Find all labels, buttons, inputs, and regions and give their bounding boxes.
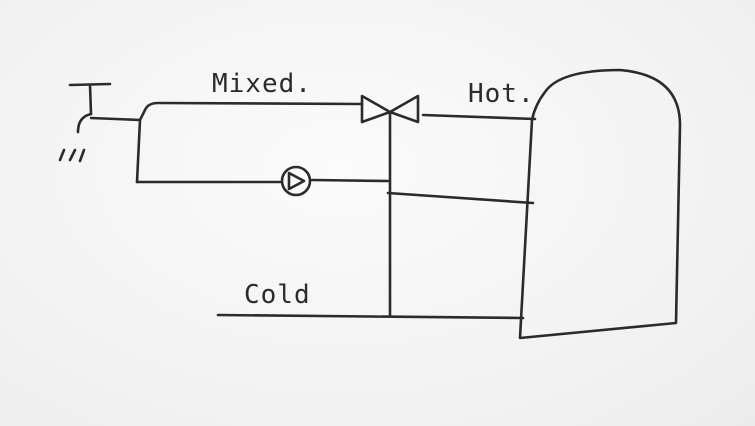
label-mixed: Mixed. [212, 69, 312, 99]
hot-pipe [421, 113, 537, 121]
mixed-pipe-loop [135, 101, 390, 184]
pump-icon [280, 165, 312, 197]
mixing-valve-icon [360, 94, 420, 124]
cold-pipe-network [216, 110, 535, 320]
label-cold: Cold [244, 280, 311, 310]
hot-water-tank-icon [518, 68, 682, 340]
tap-icon [58, 82, 142, 163]
water-drips [58, 148, 86, 163]
label-hot: Hot. [468, 79, 535, 109]
